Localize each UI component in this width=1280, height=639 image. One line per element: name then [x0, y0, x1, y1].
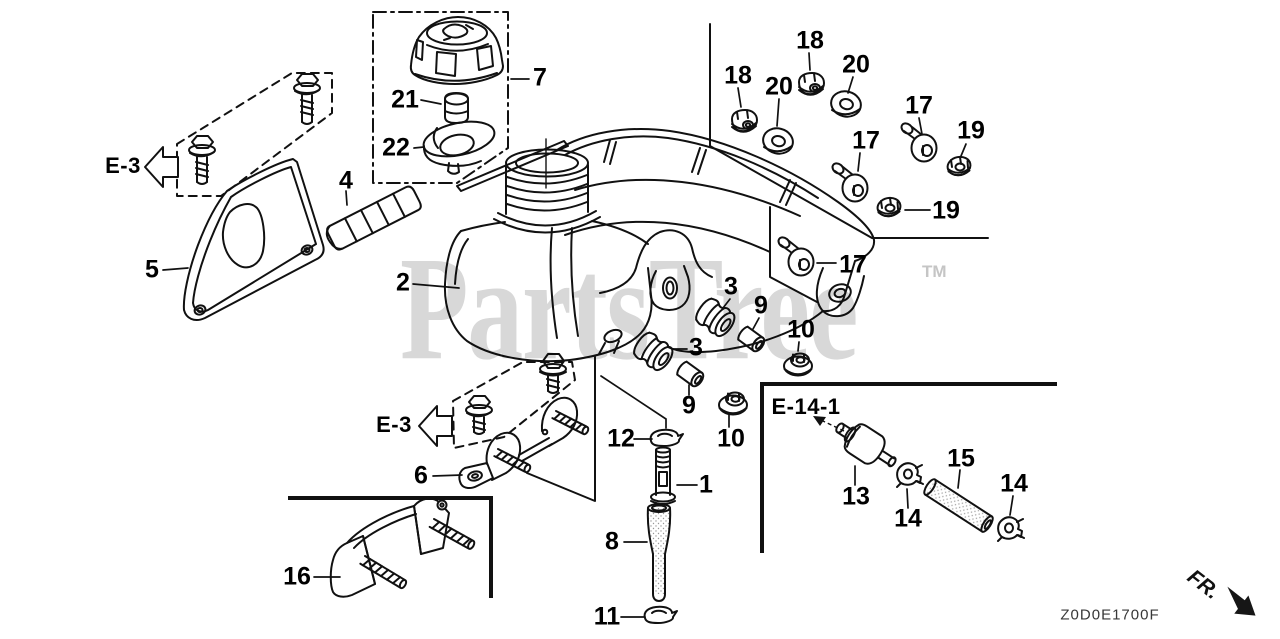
callout-1: 1	[699, 470, 713, 499]
washer-drawing-b	[827, 87, 865, 121]
callout-22: 22	[382, 133, 410, 162]
e3-mid-dashed-box	[452, 361, 576, 449]
callout-9-a: 9	[754, 291, 768, 320]
fuel-filter-drawing	[835, 422, 897, 468]
mount-group-bracket-line	[769, 206, 818, 303]
callout-3-a: 3	[724, 272, 738, 301]
e14-dashed-arrow-icon	[813, 416, 845, 432]
clip-12-drawing	[649, 428, 684, 447]
collar-drawing-a	[735, 324, 768, 355]
callout-5: 5	[145, 255, 159, 284]
e3-arrow-top-icon	[144, 146, 179, 188]
fastener-group-bracket-line	[709, 23, 989, 239]
callout-15: 15	[947, 444, 975, 473]
callout-2: 2	[396, 268, 410, 297]
cap-packing-drawing	[444, 92, 469, 124]
callout-16: 16	[283, 562, 311, 591]
hose-clamp-drawing-a	[896, 462, 924, 488]
shoulder-bolt-drawing-c	[775, 234, 815, 277]
setting-plate-bracket-drawing	[458, 396, 590, 490]
callout-20-a: 20	[765, 72, 793, 101]
mount-nut-drawing-b	[718, 391, 748, 416]
tank-rubber-pad-drawing	[325, 185, 422, 251]
diagram-code: Z0D0E1700F	[1060, 606, 1160, 624]
collar-drawing-b	[674, 359, 707, 390]
fuel-hose-drawing	[923, 478, 994, 533]
flange-nut-drawing-b	[874, 194, 904, 220]
callout-8: 8	[605, 527, 619, 556]
hose-clamp-drawing-b	[997, 516, 1025, 542]
mount-nut-drawing-a	[783, 352, 813, 377]
callout-9-b: 9	[682, 391, 696, 420]
fuel-joint-drawing	[650, 446, 676, 505]
shoulder-bolt-drawing-b	[829, 160, 869, 203]
callout-20-b: 20	[842, 50, 870, 79]
shoulder-bolt-drawing-a	[898, 120, 938, 163]
callout-13: 13	[842, 482, 870, 511]
callout-7: 7	[533, 63, 547, 92]
ref-tag-e14-1: E-14-1	[771, 394, 841, 419]
cap-retainer-drawing	[422, 120, 496, 175]
callout-14-b: 14	[1000, 469, 1028, 498]
clip-11-drawing	[643, 605, 678, 624]
callout-17-b: 17	[852, 126, 880, 155]
callout-17-c: 17	[839, 250, 867, 279]
callout-10-a: 10	[787, 315, 815, 344]
callout-6: 6	[414, 461, 428, 490]
fuel-cap-drawing	[409, 16, 504, 85]
tank-bracket-drawing	[182, 158, 325, 321]
callout-leader-lines	[162, 52, 1014, 618]
callout-17-a: 17	[905, 91, 933, 120]
fuel-tube-drawing	[646, 503, 672, 602]
outlet-leader-line	[600, 375, 667, 429]
callout-11: 11	[593, 602, 621, 631]
washer-drawing-a	[759, 124, 797, 158]
e3-top-dashed-box	[176, 72, 333, 197]
callout-3-b: 3	[689, 333, 703, 362]
fuel-tank-drawing	[443, 128, 876, 363]
callout-18-b: 18	[796, 26, 824, 55]
cap-assembly-box	[372, 11, 509, 184]
callout-21: 21	[391, 85, 419, 114]
callout-19-a: 19	[957, 116, 985, 145]
callout-14-a: 14	[894, 504, 922, 533]
callout-18-a: 18	[724, 61, 752, 90]
stay-bracket-drawing	[329, 497, 476, 598]
cap-box-plane-lines	[456, 138, 569, 192]
fr-arrow-icon	[1227, 586, 1256, 616]
e14-box	[760, 382, 1057, 553]
flange-bolt-drawing-b	[293, 73, 321, 125]
callout-4: 4	[339, 166, 353, 195]
e3-arrow-mid-icon	[418, 405, 453, 447]
flange-bolt-drawing-a	[188, 135, 216, 185]
ref-tag-e3-mid: E-3	[376, 412, 412, 437]
flange-nut-drawing-a	[944, 153, 974, 179]
flange-bolt-drawing-c	[465, 395, 493, 435]
callout-10-b: 10	[717, 424, 745, 453]
flange-bolt-drawing-d	[539, 353, 567, 394]
section-plane-lines	[526, 356, 596, 502]
cap-nut-drawing-b	[798, 72, 825, 96]
callout-19-b: 19	[932, 196, 960, 225]
bracket16-box	[288, 496, 493, 598]
callout-12: 12	[607, 424, 635, 453]
ref-tag-e3-top: E-3	[105, 153, 141, 178]
cap-nut-drawing-a	[731, 109, 758, 133]
